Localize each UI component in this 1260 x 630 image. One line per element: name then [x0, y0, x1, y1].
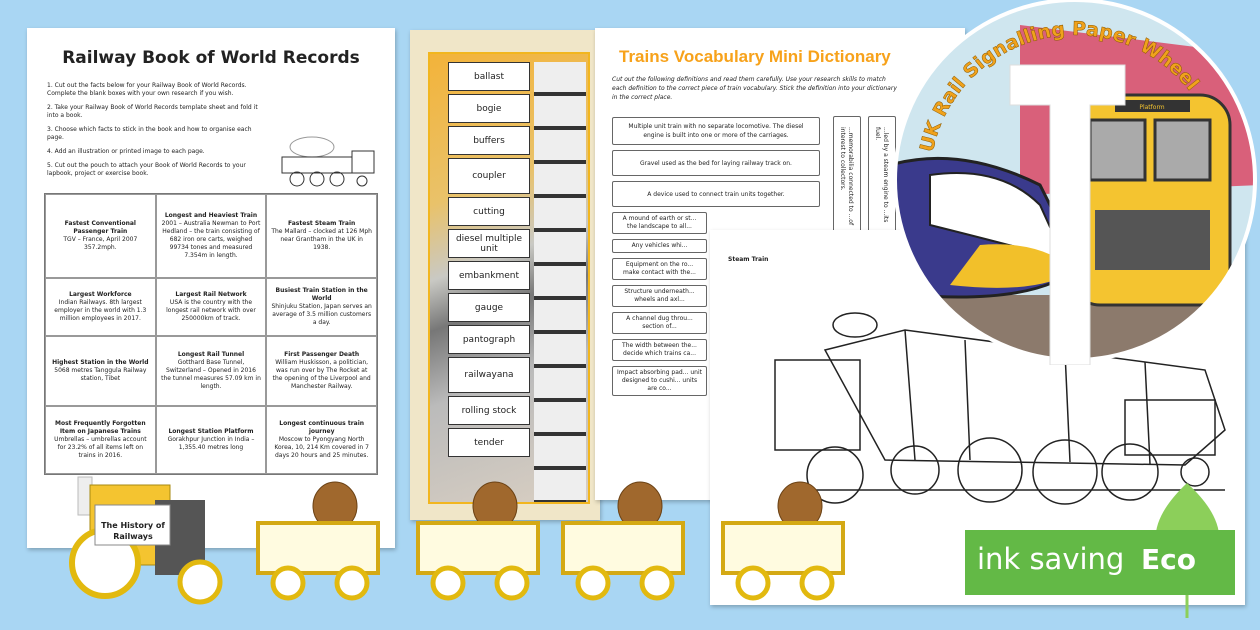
fact-text: Gotthard Base Tunnel, Switzerland – Open…: [161, 359, 261, 390]
vocab-word-card: pantograph: [448, 325, 530, 354]
fact-cell: Most Frequently Forgotten Item on Japane…: [45, 406, 156, 474]
carriage-cutout: [416, 481, 540, 601]
blank-definition-column: [534, 62, 586, 502]
instruction: 2. Take your Railway Book of World Recor…: [47, 104, 258, 119]
instruction: 1. Cut out the facts below for your Rail…: [47, 82, 247, 97]
destination-board: Platform: [1139, 104, 1164, 111]
fact-heading: Highest Station in the World: [52, 359, 149, 366]
strip-text: ...led by a steam engine to ...its fuel.: [874, 127, 889, 223]
vocab-word-card: coupler: [448, 158, 530, 194]
fact-heading: Fastest Steam Train: [288, 220, 356, 227]
vocabulary-word-cards-sheet: ballast bogie buffers coupler cutting diesel …: [410, 30, 600, 520]
instructions-list: 1. Cut out the facts below for your Rail…: [47, 82, 267, 178]
fact-heading: Longest and Heaviest Train: [164, 212, 258, 219]
definition-card: Gravel used as the bed for laying railwa…: [612, 150, 820, 176]
fact-text: Moscow to Pyongyang North Korea, 10, 214…: [274, 436, 369, 459]
vocab-word-card: diesel multiple unit: [448, 229, 530, 258]
vocab-word-card: cutting: [448, 197, 530, 226]
fact-text: Umbrellas – umbrellas account for 23.2% …: [54, 436, 147, 459]
vocab-word-card: embankment: [448, 261, 530, 290]
carriage-cutout: [721, 481, 845, 601]
vocabulary-word-list: ballast bogie buffers coupler cutting diesel …: [448, 62, 530, 457]
vocab-word-card: railwayana: [448, 357, 530, 393]
fact-text: USA is the country with the longest rail…: [166, 299, 256, 322]
steam-locomotive-drawing: [774, 312, 1226, 505]
definition-card: Structure underneath... wheels and axl..…: [612, 285, 707, 307]
vocab-word-card: gauge: [448, 293, 530, 322]
fact-heading: Most Frequently Forgotten Item on Japane…: [55, 420, 146, 435]
definition-card: A channel dug throu... section of...: [612, 312, 707, 334]
fact-text: William Huskisson, a politician, was run…: [272, 359, 371, 390]
fact-heading: Busiest Train Station in the World: [275, 287, 368, 302]
fact-heading: Longest Rail Tunnel: [177, 351, 245, 358]
fact-heading: Longest continuous train journey: [279, 420, 365, 435]
vocab-word-card: tender: [448, 428, 530, 457]
fact-text: Indian Railways. 8th largest employer in…: [54, 299, 147, 322]
fact-text: Gorakhpur Junction in India – 1,355.40 m…: [167, 436, 255, 451]
railway-records-sheet: Railway Book of World Records 1. Cut out…: [27, 28, 395, 548]
colouring-label: Steam Train: [728, 256, 769, 263]
fact-heading: Largest Rail Network: [175, 291, 247, 298]
vocab-word-card: rolling stock: [448, 396, 530, 425]
instruction: 3. Choose which facts to stick in the bo…: [47, 126, 252, 141]
eco-label: Eco: [1141, 543, 1196, 576]
definition-list: Multiple unit train with no separate loc…: [612, 117, 820, 396]
definition-card: Equipment on the ro... make contact with…: [612, 258, 707, 280]
definition-card: A mound of earth or st... the landscape …: [612, 212, 707, 234]
instruction: 5. Cut out the pouch to attach your Book…: [47, 162, 246, 177]
steam-train-sketch-icon: [281, 136, 375, 187]
fact-text: TGV – France, April 2007 357.2mph.: [63, 236, 138, 251]
dictionary-intro: Cut out the following definitions and re…: [612, 76, 897, 101]
vocab-word-card: buffers: [448, 126, 530, 155]
fact-heading: Fastest Conventional Passenger Train: [64, 220, 136, 235]
engine-sign: The History of Railways: [101, 521, 165, 541]
definition-card: Multiple unit train with no separate loc…: [612, 117, 820, 145]
instruction: 4. Add an illustration or printed image …: [47, 148, 205, 155]
records-title: Railway Book of World Records: [62, 48, 360, 68]
fact-heading: Longest Station Platform: [168, 428, 254, 435]
fact-text: Shinjuku Station, Japan serves an averag…: [271, 303, 372, 326]
definition-card: Impact absorbing pad... unit designed to…: [612, 366, 707, 396]
vocab-word-card: ballast: [448, 62, 530, 91]
fact-text: 5068 metres Tanggula Railway station, Ti…: [54, 367, 147, 382]
carriage-cutout: [256, 481, 380, 601]
fact-text: 2001 – Australia Newman to Port Hedland …: [161, 220, 261, 259]
rocket-engine-cutout: [69, 476, 223, 605]
dictionary-title: Trains Vocabulary Mini Dictionary: [619, 47, 891, 66]
signal-cutout-shape: [1009, 64, 1126, 365]
fact-heading: First Passenger Death: [284, 351, 360, 358]
definition-card: The width between the... decide which tr…: [612, 339, 707, 361]
definition-card: Any vehicles whi...: [612, 239, 707, 253]
carriage-cutout: [561, 481, 685, 601]
ink-saving-badge: ink saving Eco: [965, 530, 1235, 595]
strip-text: ...memorabilia connected to ...of intere…: [839, 127, 854, 226]
ink-saving-label: ink saving: [977, 542, 1125, 576]
vocab-word-card: bogie: [448, 94, 530, 123]
fact-heading: Largest Workforce: [69, 291, 132, 298]
signalling-paper-wheel: Platform UK Rail Signalling Paper Wheel: [893, 0, 1257, 365]
fact-text: The Mallard – clocked at 126 Mph near Gr…: [271, 228, 372, 251]
definition-card: A device used to connect train units tog…: [612, 181, 820, 207]
